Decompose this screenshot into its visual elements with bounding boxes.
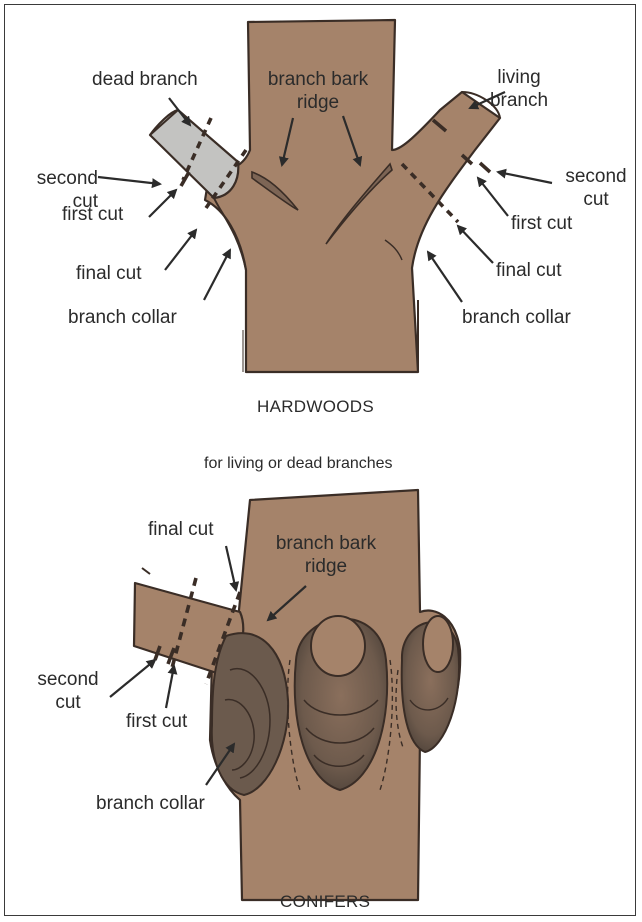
label-branch-collar-right: branch collar (462, 306, 571, 329)
label-second-cut-right: second cut (556, 165, 636, 211)
label-branch-bark-ridge-hardwood: branch bark ridge (258, 68, 378, 114)
label-branch-bark-ridge-conifer: branch bark ridge (266, 532, 386, 578)
label-branch-collar-conifer: branch collar (96, 792, 205, 815)
label-first-cut-conifer: first cut (126, 710, 187, 733)
label-dead-branch: dead branch (92, 68, 182, 91)
label-final-cut-right: final cut (496, 259, 561, 282)
title-conifers: CONIFERS (280, 892, 370, 912)
subtitle-living-dead: for living or dead branches (204, 455, 393, 473)
conifer-right-knot (402, 616, 459, 752)
label-first-cut-left: first cut (62, 203, 123, 226)
label-final-cut-conifer: final cut (148, 518, 213, 541)
label-second-cut-conifer: second cut (28, 668, 108, 714)
title-hardwoods: HARDWOODS (257, 397, 374, 417)
label-branch-collar-left: branch collar (68, 306, 177, 329)
label-first-cut-right: first cut (511, 212, 572, 235)
label-final-cut-left: final cut (76, 262, 141, 285)
label-living-branch: living branch (474, 66, 564, 112)
